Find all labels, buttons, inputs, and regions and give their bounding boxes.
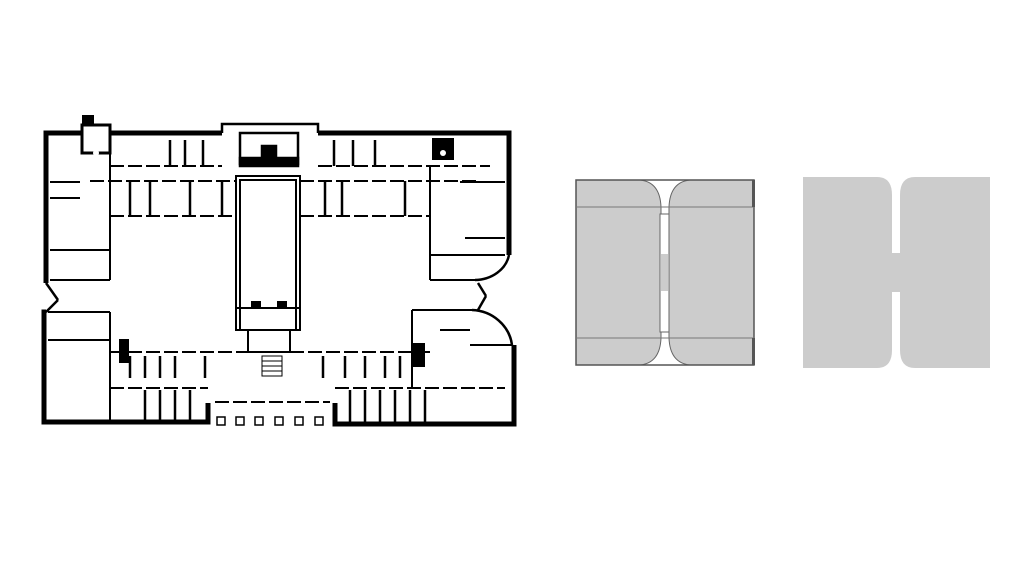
curved-walls xyxy=(44,254,514,346)
h-bridge xyxy=(890,253,902,292)
outer-walls xyxy=(41,130,517,427)
central-hall xyxy=(235,175,301,377)
massing-diagram xyxy=(575,179,755,366)
slot-link xyxy=(661,254,668,291)
floor-plan xyxy=(41,115,517,427)
outer-frame xyxy=(575,179,755,366)
entrance-tower xyxy=(80,115,454,160)
entrance-columns xyxy=(216,416,324,426)
room-partitions xyxy=(128,140,427,422)
right-block xyxy=(668,179,755,366)
left-block xyxy=(575,179,662,366)
h-left-block xyxy=(803,177,892,368)
h-right-block xyxy=(900,177,990,368)
h-diagram xyxy=(803,177,990,368)
corridor-walls xyxy=(90,165,505,403)
central-projection xyxy=(220,122,320,168)
wing-walls xyxy=(48,140,512,420)
